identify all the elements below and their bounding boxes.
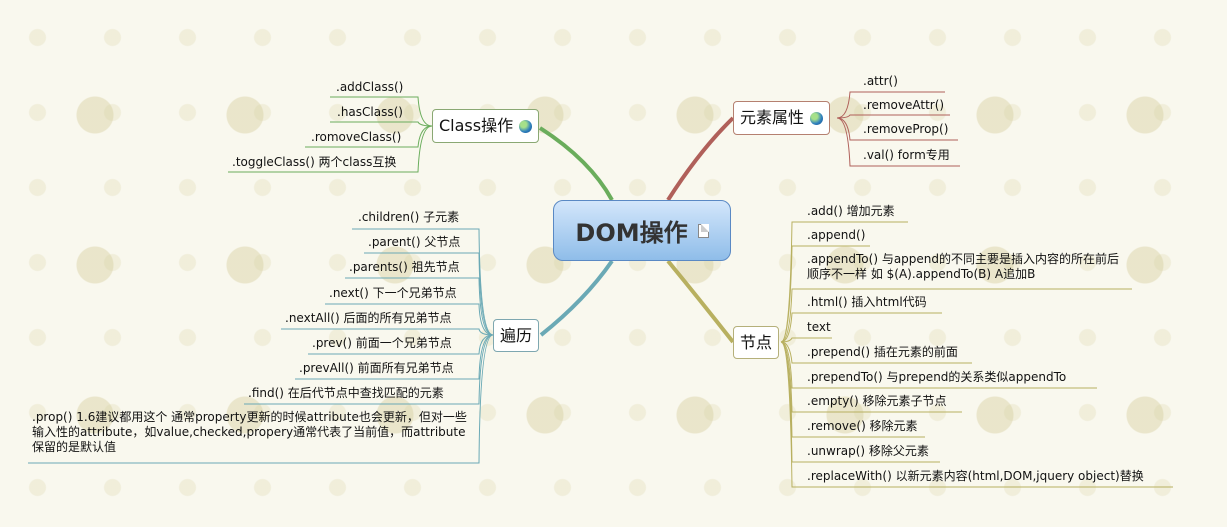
document-icon (697, 223, 709, 238)
class-item[interactable]: .romoveClass() (311, 130, 402, 144)
attr-item[interactable]: .val() form专用 (863, 148, 950, 162)
branch-node (666, 259, 735, 344)
traverse-leaf-lines (28, 228, 494, 464)
attr-item[interactable]: .removeAttr() (863, 98, 945, 112)
topic-attr[interactable]: 元素属性 (733, 101, 831, 135)
branch-class (538, 126, 614, 201)
node-item[interactable]: text (807, 320, 831, 334)
node-item[interactable]: .add() 增加元素 (807, 204, 895, 218)
topic-class-label: Class操作 (439, 116, 514, 135)
node-item[interactable]: .empty() 移除元素子节点 (807, 394, 947, 408)
traverse-item[interactable]: .prevAll() 前面所有兄弟节点 (299, 361, 454, 375)
node-item[interactable]: .html() 插入html代码 (807, 295, 927, 309)
traverse-item[interactable]: .nextAll() 后面的所有兄弟节点 (285, 311, 452, 325)
globe-icon (519, 119, 533, 133)
topic-node-label: 节点 (740, 332, 773, 352)
node-leaf-lines (780, 221, 1173, 488)
class-leaf-lines (228, 96, 433, 173)
class-item[interactable]: .addClass() (336, 80, 404, 94)
traverse-item[interactable]: .find() 在后代节点中查找匹配的元素 (248, 386, 444, 400)
branch-attr (666, 116, 735, 202)
node-item[interactable]: .prependTo() 与prepend的关系类似appendTo (807, 370, 1067, 384)
central-topic[interactable]: DOM操作 (553, 200, 731, 261)
node-item[interactable]: .remove() 移除元素 (807, 419, 918, 433)
topic-class[interactable]: Class操作 (432, 109, 540, 143)
class-item[interactable]: .hasClass() (337, 105, 403, 119)
traverse-item[interactable]: .parents() 祖先节点 (349, 260, 460, 274)
branch-traverse (539, 259, 614, 337)
attr-item[interactable]: .attr() (863, 74, 898, 88)
topic-node[interactable]: 节点 (733, 326, 780, 359)
traverse-item[interactable]: .prop() 1.6建议都用这个 通常property更新的时候attribu… (32, 410, 467, 454)
node-item[interactable]: .prepend() 插在元素的前面 (807, 345, 958, 359)
traverse-item[interactable]: .next() 下一个兄弟节点 (329, 286, 457, 300)
attr-item[interactable]: .removeProp() (863, 122, 949, 136)
traverse-item[interactable]: .prev() 前面一个兄弟节点 (312, 336, 452, 350)
topic-traverse-label: 遍历 (500, 325, 533, 345)
traverse-item[interactable]: .parent() 父节点 (368, 235, 461, 249)
topic-traverse[interactable]: 遍历 (493, 319, 540, 352)
central-topic-label: DOM操作 (575, 219, 688, 247)
globe-icon (810, 111, 824, 125)
topic-attr-label: 元素属性 (740, 108, 805, 127)
node-item[interactable]: .append() (807, 228, 866, 242)
node-item[interactable]: .appendTo() 与append的不同主要是插入内容的所在前后顺序不一样 … (807, 252, 1120, 281)
class-item[interactable]: .toggleClass() 两个class互换 (232, 155, 397, 169)
node-item[interactable]: .unwrap() 移除父元素 (807, 444, 929, 458)
traverse-item[interactable]: .children() 子元素 (358, 210, 460, 224)
attr-leaf-lines (836, 91, 960, 167)
node-item[interactable]: .replaceWith() 以新元素内容(html,DOM,jquery ob… (807, 469, 1144, 483)
